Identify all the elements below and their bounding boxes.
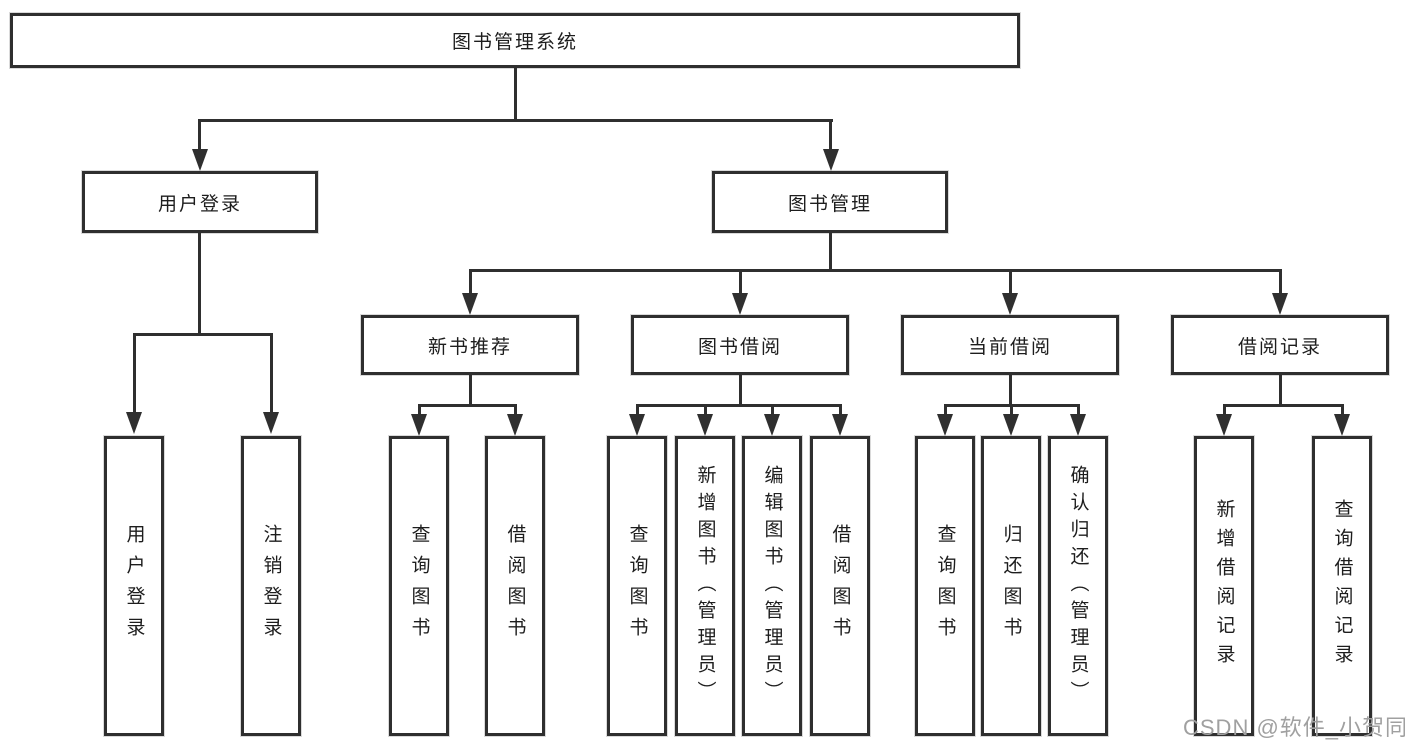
node-new-book-recommendation: 新书推荐 — [361, 315, 579, 375]
connector-drop-g4-query-record — [1341, 404, 1344, 416]
arrow-down-g1-query-books — [411, 414, 427, 436]
node-borrow-books-borrowing: 借阅图书 — [810, 436, 870, 736]
node-query-borrow-record: 查询借阅记录 — [1312, 436, 1372, 736]
arrow-down-book-borrowing — [732, 293, 748, 315]
arrow-down-g2-query-books — [629, 414, 645, 436]
node-current-borrowing: 当前借阅 — [901, 315, 1119, 375]
arrow-down-current-borrowing — [1002, 293, 1018, 315]
node-add-borrow-record: 新增借阅记录 — [1194, 436, 1254, 736]
arrow-down-g2-edit-books — [764, 414, 780, 436]
node-logout: 注销登录 — [241, 436, 301, 736]
node-add-books-admin: 新增图书（管理员） — [675, 436, 735, 736]
connector-hline-g2 — [636, 404, 842, 407]
connector-level2-hline — [198, 119, 833, 122]
node-label: 新增图书（管理员） — [694, 464, 716, 708]
connector-drop-g2-query-books — [636, 404, 639, 416]
node-query-books-current: 查询图书 — [915, 436, 975, 736]
node-label: 图书借阅 — [697, 336, 782, 358]
arrow-down-logout — [263, 412, 279, 434]
connector-drop-g3-query-books — [944, 404, 947, 416]
arrow-down-borrowing-records — [1272, 293, 1288, 315]
connector-root-stem — [514, 68, 517, 119]
node-label: 借阅图书 — [504, 524, 526, 648]
node-label: 当前借阅 — [967, 336, 1052, 358]
arrow-down-g3-query-books — [937, 414, 953, 436]
connector-drop-g3-return-books — [1010, 404, 1013, 416]
connector-drop-current-borrowing — [1009, 269, 1012, 295]
node-label: 用户登录 — [157, 193, 242, 215]
node-label: 用户登录 — [123, 524, 145, 648]
connector-level3-hline — [469, 269, 1282, 272]
node-borrow-books-recommend: 借阅图书 — [485, 436, 545, 736]
connector-drop-borrowing-records — [1279, 269, 1282, 295]
connector-stem-g1 — [469, 375, 472, 406]
node-label: 查询图书 — [934, 524, 956, 648]
node-query-books-borrowing: 查询图书 — [607, 436, 667, 736]
connector-stem-g2 — [739, 375, 742, 406]
node-library-management-system: 图书管理系统 — [10, 13, 1020, 68]
connector-drop-user-login-group — [198, 119, 201, 151]
connector-drop-book-management — [829, 119, 832, 151]
arrow-down-g3-confirm-return — [1070, 414, 1086, 436]
node-label: 图书管理 — [787, 193, 872, 215]
node-user-login-group: 用户登录 — [82, 171, 318, 233]
node-book-borrowing: 图书借阅 — [631, 315, 849, 375]
connector-drop-book-borrowing — [739, 269, 742, 295]
connector-drop-g1-query-books — [418, 404, 421, 416]
connector-drop-g1-borrow-books — [514, 404, 517, 416]
connector-drop-new-book-recommendation — [469, 269, 472, 295]
connector-drop-g2-edit-books — [771, 404, 774, 416]
node-label: 查询图书 — [408, 524, 430, 648]
arrow-down-book-management — [823, 149, 839, 171]
node-label: 归还图书 — [1000, 524, 1022, 648]
arrow-down-user-login — [126, 412, 142, 434]
node-label: 确认归还（管理员） — [1067, 464, 1089, 708]
connector-drop-logout — [270, 333, 273, 412]
connector-hline-g4 — [1223, 404, 1344, 407]
connector-stem-g4 — [1279, 375, 1282, 406]
connector-stem-g3 — [1009, 375, 1012, 406]
connector-drop-user-login — [133, 333, 136, 412]
node-label: 查询借阅记录 — [1331, 499, 1353, 673]
node-label: 注销登录 — [260, 524, 282, 648]
node-label: 编辑图书（管理员） — [761, 464, 783, 708]
arrow-down-g4-query-record — [1334, 414, 1350, 436]
node-return-books: 归还图书 — [981, 436, 1041, 736]
node-label: 借阅图书 — [829, 524, 851, 648]
connector-user-login-stem — [198, 233, 201, 333]
watermark-text: CSDN @软件_小贺同学 — [1183, 715, 1405, 740]
node-edit-books-admin: 编辑图书（管理员） — [742, 436, 802, 736]
arrow-down-g4-add-record — [1216, 414, 1232, 436]
node-label: 借阅记录 — [1237, 336, 1322, 358]
node-label: 新增借阅记录 — [1213, 499, 1235, 673]
node-label: 新书推荐 — [427, 336, 512, 358]
node-query-books-recommend: 查询图书 — [389, 436, 449, 736]
connector-user-login-hline — [133, 333, 273, 336]
connector-drop-g2-add-books — [704, 404, 707, 416]
connector-drop-g2-borrow-books — [839, 404, 842, 416]
arrow-down-g2-add-books — [697, 414, 713, 436]
connector-hline-g1 — [418, 404, 517, 407]
arrow-down-g1-borrow-books — [507, 414, 523, 436]
node-confirm-return-admin: 确认归还（管理员） — [1048, 436, 1108, 736]
node-label: 查询图书 — [626, 524, 648, 648]
node-book-management: 图书管理 — [712, 171, 948, 233]
connector-drop-g4-add-record — [1223, 404, 1226, 416]
arrow-down-g3-return-books — [1003, 414, 1019, 436]
arrow-down-g2-borrow-books — [832, 414, 848, 436]
arrow-down-user-login-group — [192, 149, 208, 171]
node-user-login: 用户登录 — [104, 436, 164, 736]
connector-book-management-stem — [829, 233, 832, 271]
connector-drop-g3-confirm-return — [1077, 404, 1080, 416]
node-label: 图书管理系统 — [451, 32, 578, 53]
node-borrowing-records: 借阅记录 — [1171, 315, 1389, 375]
arrow-down-new-book-recommendation — [462, 293, 478, 315]
